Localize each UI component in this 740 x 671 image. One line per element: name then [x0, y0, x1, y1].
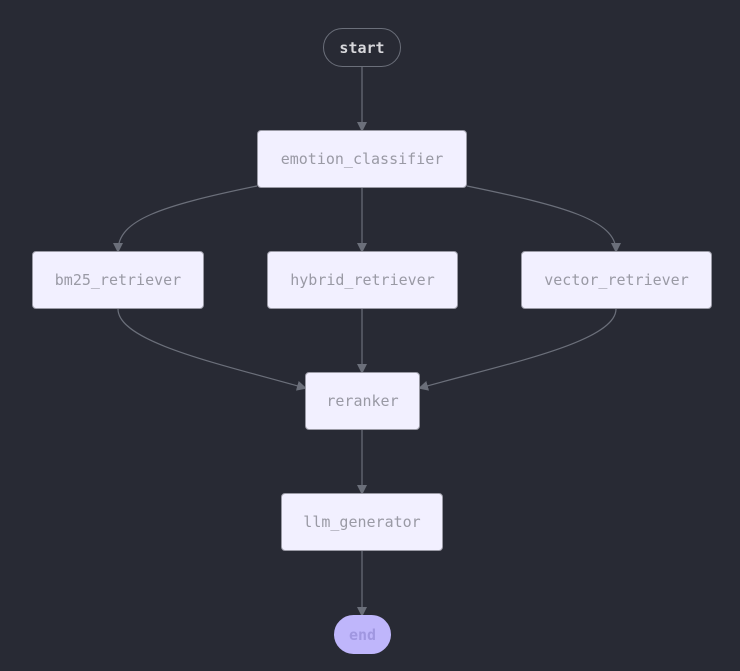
node-hybrid-retriever-label: hybrid_retriever	[290, 271, 435, 289]
node-end[interactable]: end	[334, 615, 391, 654]
node-llm-generator-label: llm_generator	[303, 513, 421, 531]
node-llm-generator[interactable]: llm_generator	[281, 493, 443, 551]
edge-emotion-classifier-to-bm25-retriever	[113, 185, 258, 253]
node-vector-retriever-label: vector_retriever	[544, 271, 689, 289]
node-bm25-retriever-label: bm25_retriever	[54, 271, 182, 289]
node-emotion-classifier-label: emotion_classifier	[280, 150, 444, 168]
node-reranker-label: reranker	[326, 392, 399, 410]
node-start[interactable]: start	[323, 28, 401, 67]
node-hybrid-retriever[interactable]: hybrid_retriever	[267, 251, 458, 309]
node-vector-retriever[interactable]: vector_retriever	[521, 251, 712, 309]
node-bm25-retriever[interactable]: bm25_retriever	[32, 251, 204, 309]
edge-bm25-retriever-to-reranker	[117, 308, 307, 391]
node-reranker[interactable]: reranker	[305, 372, 420, 430]
node-emotion-classifier[interactable]: emotion_classifier	[257, 130, 467, 188]
node-start-label: start	[339, 38, 385, 57]
edge-vector-retriever-to-reranker	[418, 308, 617, 391]
edge-emotion-classifier-to-vector-retriever	[466, 185, 621, 253]
node-end-label: end	[348, 625, 377, 644]
